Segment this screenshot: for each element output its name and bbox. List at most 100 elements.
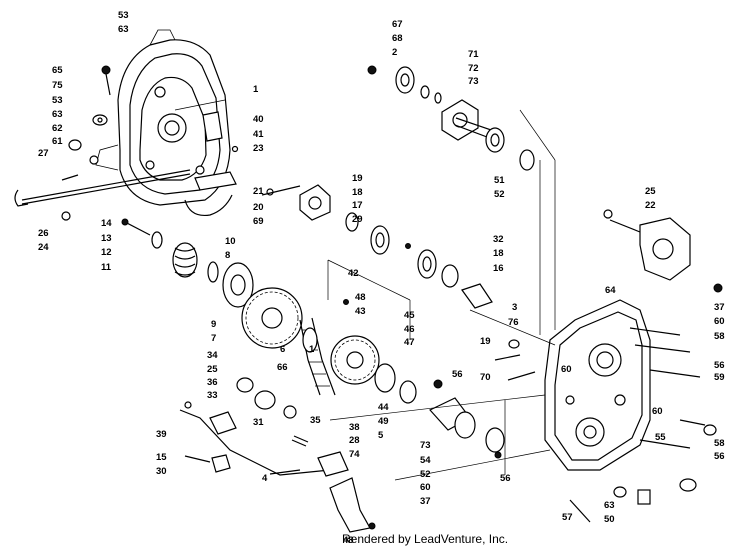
callout-10: 10 <box>225 236 236 247</box>
upper-shaft-assembly <box>367 65 535 171</box>
callout-48: 48 <box>343 535 354 546</box>
callout-28: 28 <box>349 435 360 446</box>
callout-11: 11 <box>101 262 112 273</box>
callout-68: 68 <box>392 33 403 44</box>
callout-60: 60 <box>420 482 431 493</box>
callout-labels: 5363657553636261271404123212069262414131… <box>38 10 725 546</box>
callout-56: 56 <box>500 473 511 484</box>
callout-69: 69 <box>253 216 264 227</box>
assembly-leaders <box>174 99 556 481</box>
callout-19: 19 <box>352 173 363 184</box>
callout-19: 19 <box>480 336 491 347</box>
callout-2: 2 <box>392 47 397 58</box>
callout-43: 43 <box>355 306 366 317</box>
callout-71: 71 <box>468 49 479 60</box>
callout-27: 27 <box>38 148 49 159</box>
callout-51: 51 <box>494 175 505 186</box>
driven-clutch-assembly <box>121 218 303 349</box>
callout-26: 26 <box>38 228 49 239</box>
callout-22: 22 <box>645 200 656 211</box>
callout-72: 72 <box>468 63 479 74</box>
callout-37: 37 <box>420 496 431 507</box>
shift-lever-rod <box>14 169 191 221</box>
callout-36: 36 <box>207 377 218 388</box>
callout-25: 25 <box>645 186 656 197</box>
callout-75: 75 <box>52 80 63 91</box>
callout-35: 35 <box>310 415 321 426</box>
callout-48: 48 <box>355 292 366 303</box>
callout-8: 8 <box>225 250 230 261</box>
callout-25: 25 <box>207 364 218 375</box>
callout-74: 74 <box>349 449 360 460</box>
callout-32: 32 <box>493 234 504 245</box>
callout-41: 41 <box>253 129 264 140</box>
callout-29: 29 <box>352 214 363 225</box>
spring-cable <box>184 194 233 217</box>
callout-16: 16 <box>493 263 504 274</box>
callout-24: 24 <box>38 242 49 253</box>
callout-23: 23 <box>253 143 264 154</box>
left-fasteners <box>61 65 111 181</box>
callout-60: 60 <box>652 406 663 417</box>
callout-34: 34 <box>207 350 218 361</box>
callout-67: 67 <box>392 19 403 30</box>
callout-47: 47 <box>404 337 415 348</box>
callout-56: 56 <box>714 451 725 462</box>
bearing-seal-stack <box>429 397 505 459</box>
callout-37: 37 <box>714 302 725 313</box>
callout-1: 1 <box>309 344 315 355</box>
callout-60: 60 <box>561 364 572 375</box>
lower-linkage <box>184 451 376 533</box>
callout-14: 14 <box>101 218 112 229</box>
callout-46: 46 <box>404 324 415 335</box>
chaincase-brake-bracket <box>603 209 723 293</box>
callout-58: 58 <box>714 331 725 342</box>
callout-76: 76 <box>508 317 519 328</box>
callout-52: 52 <box>420 469 431 480</box>
callout-44: 44 <box>378 402 389 413</box>
callout-20: 20 <box>253 202 264 213</box>
callout-7: 7 <box>211 333 216 344</box>
callout-60: 60 <box>714 316 725 327</box>
callout-63: 63 <box>52 109 63 120</box>
callout-3: 3 <box>512 302 517 313</box>
callout-39: 39 <box>156 429 167 440</box>
callout-4: 4 <box>262 473 268 484</box>
callout-50: 50 <box>604 514 615 525</box>
cover-plate <box>202 111 223 142</box>
right-fasteners <box>494 327 717 523</box>
callout-64: 64 <box>605 285 616 296</box>
callout-49: 49 <box>378 416 389 427</box>
callout-52: 52 <box>494 189 505 200</box>
callout-70: 70 <box>480 372 491 383</box>
callout-5: 5 <box>378 430 384 441</box>
callout-17: 17 <box>352 200 363 211</box>
render-credit: Rendered by LeadVenture, Inc. <box>342 532 509 546</box>
callout-18: 18 <box>493 248 504 259</box>
callout-53: 53 <box>118 10 129 21</box>
callout-18: 18 <box>352 187 363 198</box>
callout-13: 13 <box>101 233 112 244</box>
callout-1: 1 <box>253 84 259 95</box>
callout-59: 59 <box>714 372 725 383</box>
callout-30: 30 <box>156 466 167 477</box>
callout-56: 56 <box>452 369 463 380</box>
callout-42: 42 <box>348 268 359 279</box>
callout-73: 73 <box>468 76 479 87</box>
callout-33: 33 <box>207 390 218 401</box>
callout-15: 15 <box>156 452 167 463</box>
callout-53: 53 <box>52 95 63 106</box>
lower-left-parts <box>179 377 331 476</box>
callout-66: 66 <box>277 362 288 373</box>
callout-31: 31 <box>253 417 264 428</box>
callout-58: 58 <box>714 438 725 449</box>
callout-9: 9 <box>211 319 216 330</box>
callout-73: 73 <box>420 440 431 451</box>
callout-12: 12 <box>101 247 112 258</box>
callout-38: 38 <box>349 422 360 433</box>
callout-45: 45 <box>404 310 415 321</box>
callout-62: 62 <box>52 123 63 134</box>
bracket <box>194 171 237 191</box>
chain-and-sprockets <box>299 259 443 404</box>
